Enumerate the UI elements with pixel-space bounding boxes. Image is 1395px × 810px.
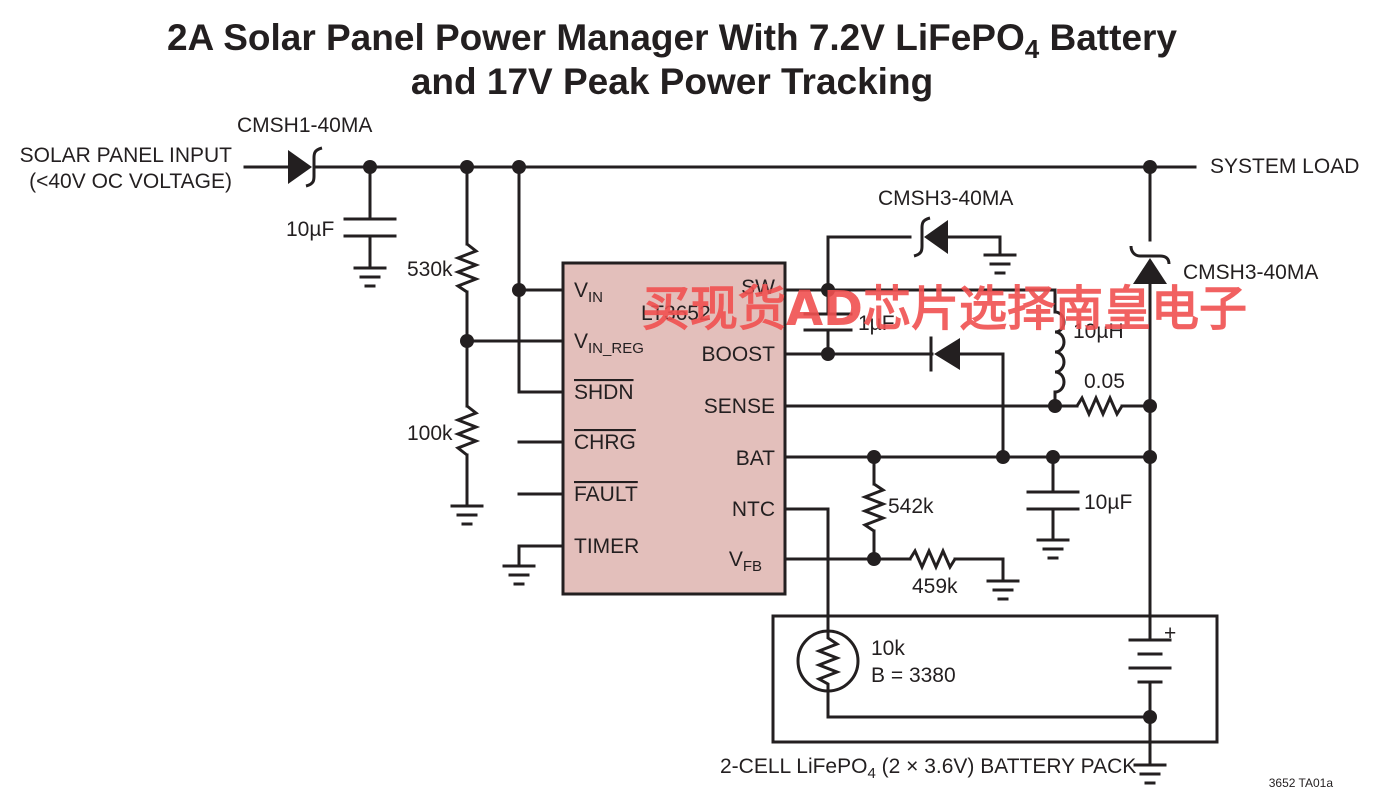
input-capacitor-icon — [343, 165, 397, 270]
thermistor-icon — [796, 629, 860, 693]
input-schottky-diode-icon — [288, 146, 323, 188]
sense-resistor-label: 0.05 — [1084, 370, 1125, 393]
catch-diode-label: CMSH3-40MA — [878, 187, 1013, 210]
lt3652-ic — [561, 261, 787, 596]
title-line-1: 2A Solar Panel Power Manager With 7.2V L… — [167, 17, 1177, 64]
feedback-top-resistor-label: 542k — [888, 495, 934, 518]
pin-bat: BAT — [736, 447, 775, 470]
bat-capacitor-label: 10µF — [1084, 491, 1132, 514]
boost-diode-icon — [929, 336, 960, 372]
pin-vin-reg: VIN_REG — [574, 330, 644, 357]
pin-ntc: NTC — [732, 498, 775, 521]
sense-resistor-wires — [783, 394, 1152, 418]
feedback-divider-wires — [783, 455, 1005, 583]
pin-shdn: SHDN — [574, 381, 634, 404]
ground-icon — [986, 579, 1020, 601]
pin-boost: BOOST — [701, 343, 775, 366]
system-load-label: SYSTEM LOAD — [1210, 155, 1359, 178]
vin-shdn-wires — [517, 165, 564, 568]
divider-bottom-resistor-label: 100k — [407, 422, 453, 445]
battery-pack-label: 2-CELL LiFePO4 (2 × 3.6V) BATTERY PACK — [720, 755, 1136, 782]
bat-node-wires — [783, 455, 1152, 542]
ground-icon — [983, 253, 1017, 275]
input-diode-label: CMSH1-40MA — [237, 114, 372, 137]
input-capacitor-label: 10µF — [286, 218, 334, 241]
thermistor-value-label: 10k — [871, 637, 905, 660]
ground-icon — [1036, 538, 1070, 560]
watermark-text: 买现货AD芯片选择南皇电子 — [642, 281, 1247, 337]
catch-schottky-diode-icon — [913, 216, 948, 258]
pin-timer: TIMER — [574, 535, 639, 558]
pin-chrg: CHRG — [574, 431, 636, 454]
pin-vfb: VFB — [729, 548, 762, 575]
battery-icon — [1128, 638, 1172, 767]
solar-input-voltage-label: (<40V OC VOLTAGE) — [29, 170, 232, 193]
ground-icon — [1133, 763, 1167, 785]
title-line-2: and 17V Peak Power Tracking — [411, 61, 933, 102]
pin-fault: FAULT — [574, 483, 638, 506]
thermistor-beta-label: B = 3380 — [871, 664, 956, 687]
pin-sw: SW — [741, 276, 775, 299]
solar-input-label: SOLAR PANEL INPUT — [20, 144, 233, 167]
ic-part-number: LT3652 — [641, 302, 711, 325]
ground-icon — [502, 564, 536, 586]
junction-dots — [363, 160, 1157, 724]
pin-sense: SENSE — [704, 395, 775, 418]
feedback-bottom-resistor-label: 459k — [912, 575, 958, 598]
ground-icon — [353, 266, 387, 288]
inductor-label: 10µH — [1073, 320, 1124, 343]
vin-divider-wires — [453, 165, 564, 508]
battery-pack-box — [771, 614, 1219, 744]
ntc-wires — [783, 507, 1152, 719]
load-diode-label: CMSH3-40MA — [1183, 261, 1318, 284]
battery-plus-label: + — [1164, 622, 1176, 645]
figure-id: 3652 TA01a — [1269, 776, 1334, 790]
sw-node-wires — [783, 235, 1057, 459]
pin-vin: VIN — [574, 279, 603, 306]
ground-icon — [450, 504, 484, 526]
load-schottky-diode-icon — [1129, 245, 1171, 284]
divider-top-resistor-label: 530k — [407, 258, 453, 281]
boost-capacitor-label: 1µF — [858, 312, 895, 335]
